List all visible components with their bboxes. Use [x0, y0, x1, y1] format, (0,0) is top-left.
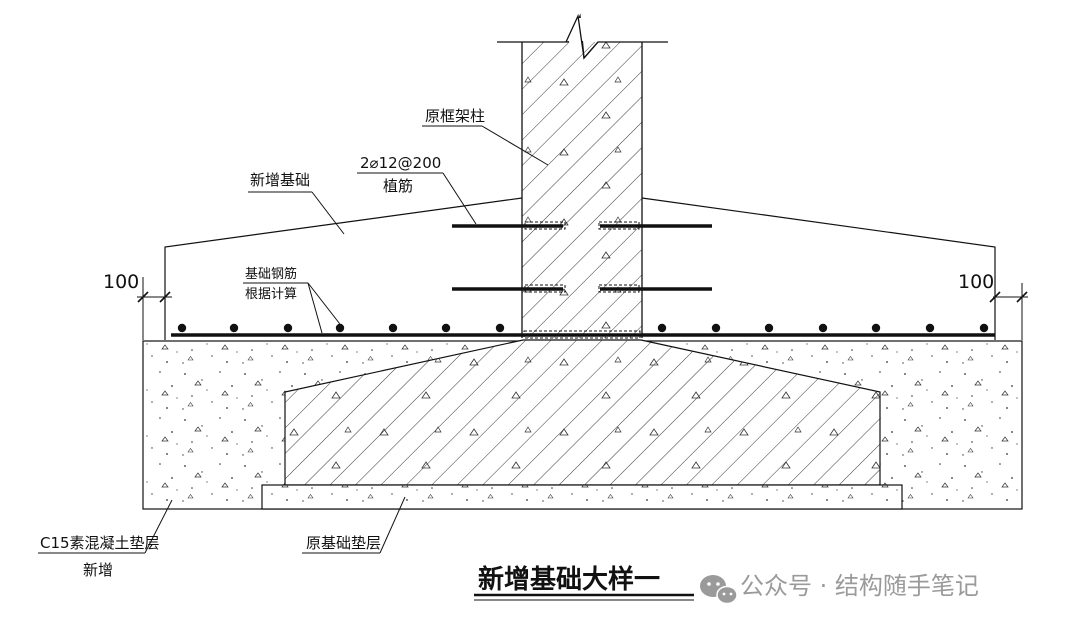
rebar-dot	[925, 323, 935, 333]
original-cushion	[261, 484, 903, 510]
rebar-dot	[979, 323, 989, 333]
foundation-bottom-rebar	[171, 323, 995, 339]
rebar-dot	[441, 323, 451, 333]
label-found-rebar-2: 根据计算	[245, 287, 297, 302]
leader-planted-rebar: 2⌀12@200 植筋	[357, 154, 477, 225]
leader-original-column: 原框架柱	[422, 107, 549, 166]
rebar-dot	[335, 323, 345, 333]
drawing-title: 新增基础大样一	[474, 564, 694, 601]
label-new-foundation: 新增基础	[250, 171, 310, 189]
label-cushion-new: 新增	[83, 561, 113, 579]
planted-rebars	[452, 221, 712, 293]
dimension-right: 100	[958, 271, 1028, 340]
label-original-column: 原框架柱	[425, 107, 485, 125]
label-c15-cushion: C15素混凝土垫层	[40, 534, 160, 552]
label-rebar-spec: 2⌀12@200	[360, 154, 441, 172]
leader-foundation-rebar: 基础钢筋 根据计算	[243, 266, 344, 334]
rebar-dot	[764, 323, 774, 333]
rebar-dot	[283, 323, 293, 333]
dim-right-label: 100	[958, 271, 994, 293]
rebar-dot	[229, 323, 239, 333]
rebar-dot	[657, 323, 667, 333]
original-foundation	[284, 339, 881, 486]
label-found-rebar-1: 基础钢筋	[245, 266, 297, 282]
leader-original-cushion: 原基础垫层	[302, 496, 406, 554]
label-original-cushion: 原基础垫层	[306, 534, 381, 552]
rebar-dot	[495, 323, 505, 333]
rebar-dot	[711, 323, 721, 333]
leader-c15-cushion: C15素混凝土垫层 新增	[38, 499, 173, 579]
rebar-dot	[818, 323, 828, 333]
dim-left-label: 100	[103, 271, 139, 293]
rebar-dot	[388, 323, 398, 333]
wechat-icon	[700, 575, 738, 605]
watermark: 公众号 · 结构随手笔记	[700, 572, 979, 605]
label-rebar-note: 植筋	[383, 177, 413, 195]
title-text: 新增基础大样一	[478, 564, 660, 595]
watermark-text: 公众号 · 结构随手笔记	[740, 572, 979, 600]
rebar-dot	[871, 323, 881, 333]
rebar-dot	[177, 323, 187, 333]
dimension-left: 100	[103, 271, 172, 340]
leader-new-foundation: 新增基础	[248, 171, 345, 235]
new-foundation-outline	[164, 197, 996, 340]
